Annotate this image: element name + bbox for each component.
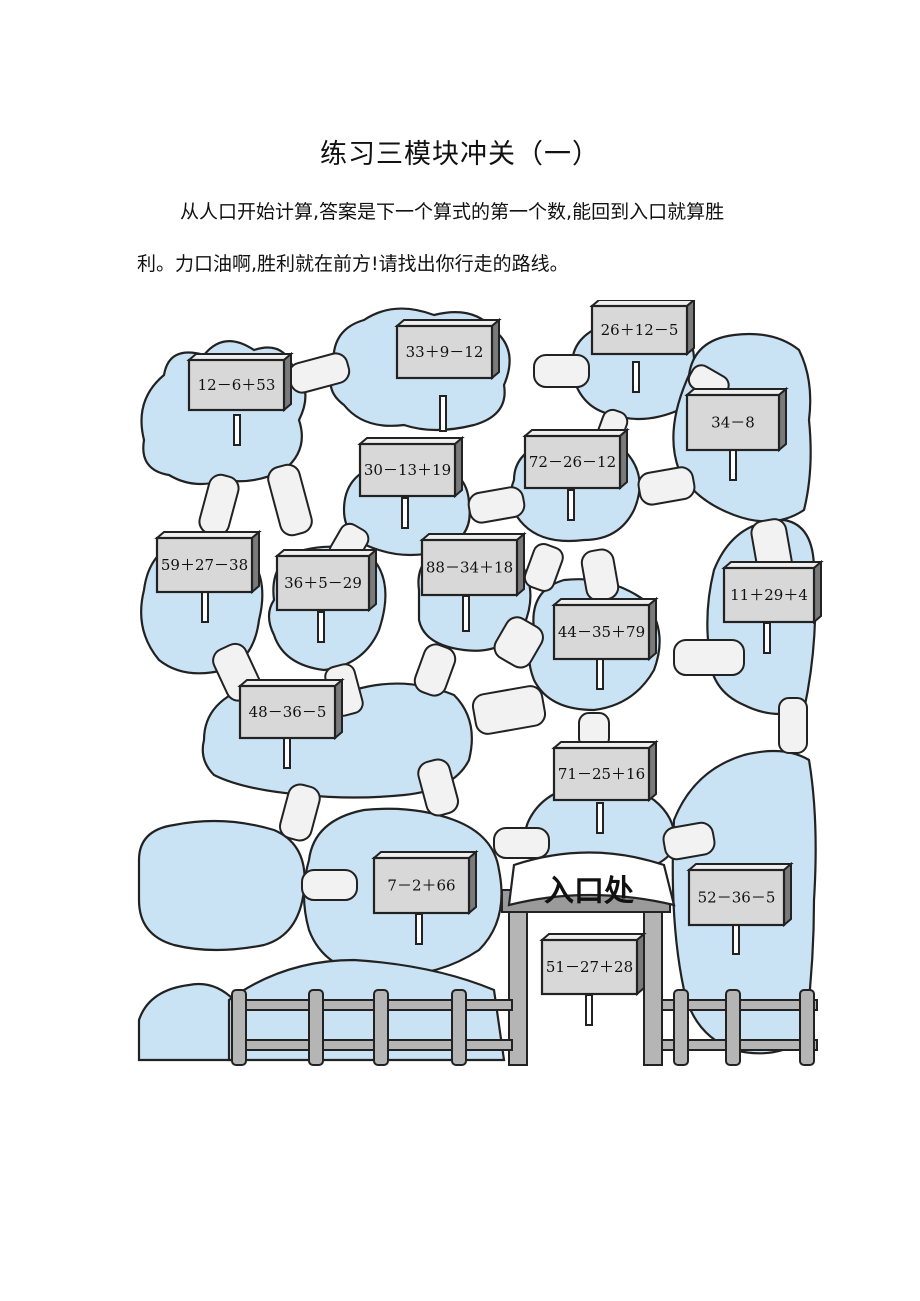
sign-s14: 7－2＋66: [371, 849, 479, 916]
sign-expression: 34－8: [711, 414, 755, 432]
sign-s13: 71－25＋16: [551, 739, 659, 803]
sign-s4: 34－8: [684, 386, 789, 453]
sign-expression: 36＋5－29: [284, 574, 362, 592]
sign-expression: 11＋29＋4: [730, 586, 808, 604]
sign-s7: 59＋27－38: [154, 529, 262, 595]
sign-expression: 12－6＋53: [198, 376, 276, 394]
entrance-label: 入口处: [544, 874, 634, 909]
maze-illustration: 入口处 12－6＋53 33＋9－12 26＋12－5 34－8 30－13＋19 72－…: [137, 300, 824, 1066]
entrance-gate: 入口处: [501, 851, 676, 1066]
sign-expression: 88－34＋18: [426, 559, 513, 577]
tree-canopy: [137, 819, 306, 952]
sign-s16: 51－27＋28: [539, 931, 647, 997]
sign-expression: 59＋27－38: [161, 556, 248, 574]
sign-expression: 26＋12－5: [601, 321, 679, 339]
sign-s8: 36＋5－29: [274, 547, 379, 613]
fence-left: [231, 989, 513, 1066]
instruction-line-1: 从人口开始计算,答案是下一个算式的第一个数,能回到入口就算胜: [180, 201, 725, 223]
sign-expression: 48－36－5: [249, 703, 327, 721]
sign-expression: 51－27＋28: [546, 958, 633, 976]
sign-s6: 72－26－12: [522, 427, 630, 491]
signs-layer: 12－6＋53 33＋9－12 26＋12－5 34－8 30－13＋19 72－26－1…: [154, 300, 824, 997]
sign-expression: 7－2＋66: [387, 877, 455, 895]
sign-s2: 33＋9－12: [394, 317, 502, 381]
sign-s15: 52－36－5: [686, 861, 794, 928]
sign-s11: 44－35＋79: [551, 596, 659, 662]
sign-s1: 12－6＋53: [186, 351, 294, 413]
page-title: 练习三模块冲关（一）: [320, 139, 600, 170]
tree-canopy: [137, 982, 236, 1062]
sign-s12: 48－36－5: [237, 677, 345, 741]
sign-s9: 88－34＋18: [419, 531, 527, 598]
entrance-sign-board: [507, 851, 676, 907]
instruction-line-2: 利。力口油啊,胜利就在前方!请找出你行走的路线。: [137, 253, 569, 275]
sign-expression: 71－25＋16: [558, 765, 645, 783]
sign-expression: 30－13＋19: [364, 461, 451, 479]
sign-expression: 52－36－5: [698, 889, 776, 907]
sign-expression: 72－26－12: [529, 453, 616, 471]
fence-right: [661, 989, 818, 1066]
sign-s10: 11＋29＋4: [721, 559, 824, 625]
sign-s5: 30－13＋19: [357, 435, 465, 499]
sign-expression: 33＋9－12: [406, 343, 484, 361]
sign-s3: 26＋12－5: [589, 300, 696, 357]
sign-expression: 44－35＋79: [558, 623, 645, 641]
